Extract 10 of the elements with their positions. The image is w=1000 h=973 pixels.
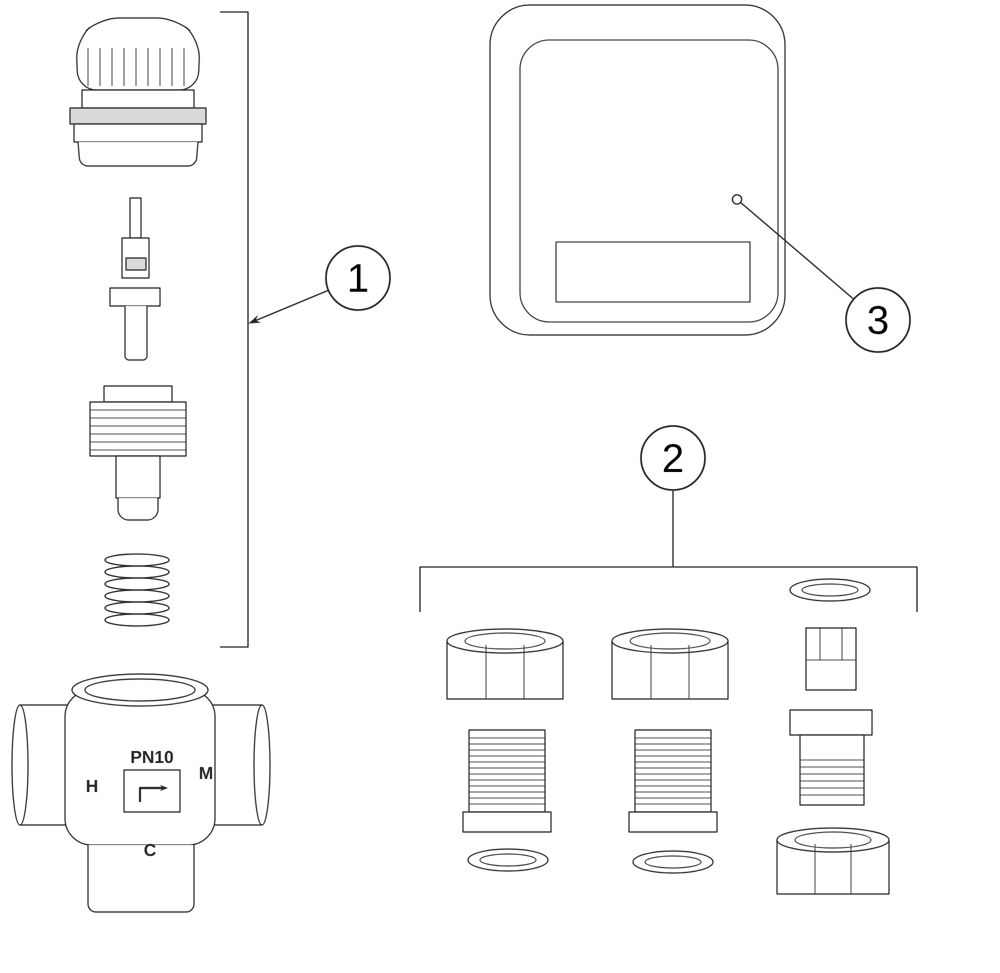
body-marking: H [86,780,98,792]
bracket [419,566,918,612]
callout-number: 2 [640,425,706,491]
callout-number: 1 [325,245,391,311]
leader-line [672,490,674,567]
leader-line [732,194,854,300]
bracket [220,11,249,648]
body-marking: M [200,767,212,779]
body-marking: PN10 [131,750,173,764]
callout-number: 3 [845,287,911,353]
